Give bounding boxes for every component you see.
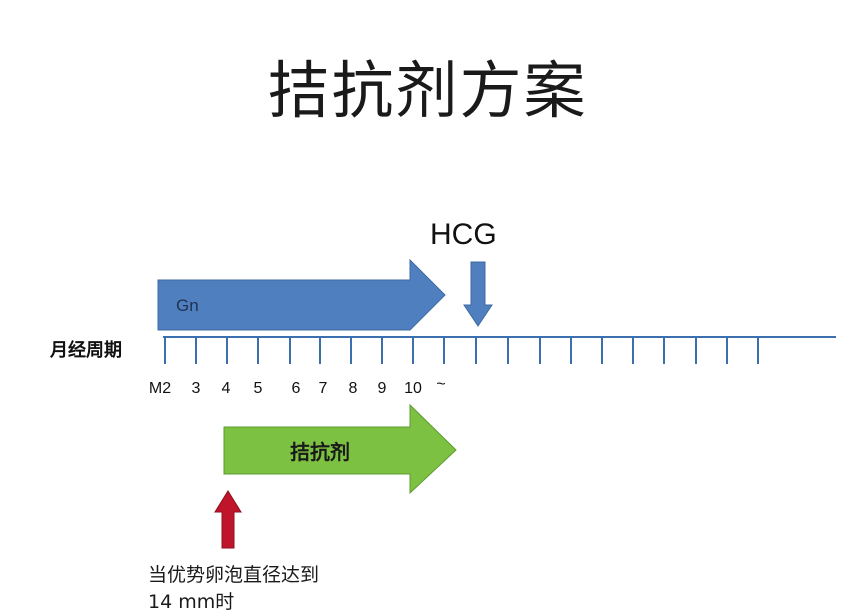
tick-label-5: 5 (253, 380, 263, 397)
tick-label-3: 3 (191, 380, 201, 397)
follicle-note-line1: 当优势卵泡直径达到 (148, 564, 320, 586)
follicle-note-line2: 14 mm时 (148, 591, 235, 613)
gn-arrow (157, 258, 446, 331)
follicle-note: 当优势卵泡直径达到 14 mm时 (148, 562, 319, 616)
tick-label-tilde: ~ (436, 376, 446, 393)
antagonist-arrow (223, 403, 457, 495)
cycle-timeline (163, 336, 836, 364)
tick-label-7: 7 (318, 380, 328, 397)
hcg-arrow (463, 261, 493, 327)
tick-label-10: 10 (404, 380, 422, 397)
tick-label-4: 4 (221, 380, 231, 397)
slide-title: 拮抗剂方案 (267, 54, 588, 127)
tick-label-m2: M2 (148, 380, 172, 397)
antagonist-label: 拮抗剂 (290, 440, 350, 464)
cycle-axis-label: 月经周期 (50, 340, 122, 361)
tick-label-8: 8 (348, 380, 358, 397)
hcg-label: HCG (430, 218, 497, 251)
tick-label-6: 6 (291, 380, 301, 397)
follicle-trigger-arrow (214, 490, 242, 549)
gn-label: Gn (176, 296, 199, 315)
tick-label-9: 9 (377, 380, 387, 397)
